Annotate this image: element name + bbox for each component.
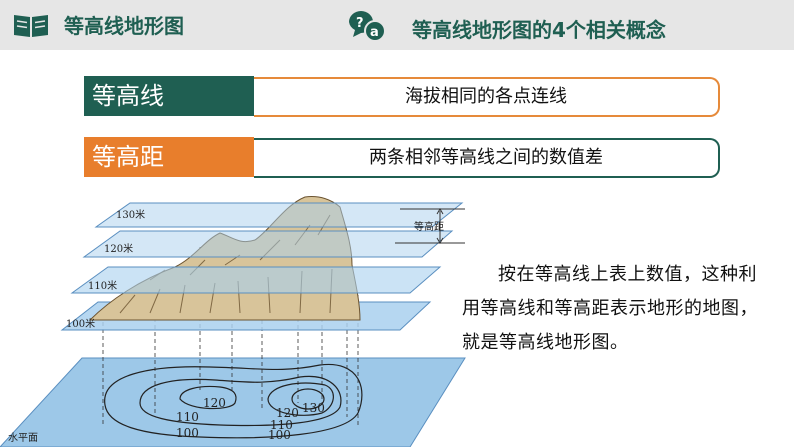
- svg-text:120: 120: [203, 396, 226, 410]
- question-answer-icon: ? a: [349, 11, 386, 42]
- svg-text:110: 110: [270, 418, 293, 432]
- svg-text:?: ?: [356, 16, 364, 31]
- concept-term: 等高线: [84, 76, 254, 116]
- plane-120-label: 120米: [104, 242, 133, 255]
- page-section-title: 等高线地形图: [64, 14, 184, 38]
- plane-130-label: 130米: [116, 208, 145, 221]
- plane-100-label: 100米: [66, 317, 95, 330]
- contour-lines: [104, 363, 363, 439]
- svg-text:100: 100: [268, 428, 291, 442]
- book-icon: [14, 15, 48, 37]
- base-plane-label: 水平面: [8, 432, 38, 444]
- plane-120: [82, 230, 454, 258]
- plane-110-label: 110米: [88, 279, 117, 292]
- plane-110: [70, 266, 442, 294]
- contour-diagram: 100 100 110 110 120 120 130 水平面 130米 120…: [0, 196, 466, 447]
- svg-text:a: a: [370, 25, 379, 40]
- base-plane: [0, 357, 466, 447]
- svg-text:120: 120: [276, 406, 299, 420]
- concept-contour-interval: 等高距 两条相邻等高线之间的数值差: [84, 137, 720, 178]
- concepts-title: 等高线地形图的4个相关概念: [412, 18, 666, 42]
- svg-text:130: 130: [302, 401, 325, 415]
- concept-term: 等高距: [84, 137, 254, 177]
- plane-130: [94, 202, 464, 228]
- svg-text:110: 110: [176, 410, 199, 424]
- concept-definition: 两条相邻等高线之间的数值差: [254, 138, 720, 178]
- description-text: 按在等高线上表上数值，这种利用等高线和等高距表示地形的地图，就是等高线地形图。: [462, 264, 758, 353]
- concept-definition: 海拔相同的各点连线: [254, 77, 720, 117]
- header-bar: 等高线地形图 ? a 等高线地形图的4个相关概念: [0, 0, 794, 50]
- interval-label: 等高距: [414, 220, 444, 233]
- svg-text:100: 100: [176, 426, 199, 440]
- interval-marker: [395, 208, 465, 244]
- concept-contour-line: 等高线 海拔相同的各点连线: [84, 76, 720, 117]
- contour-value-labels: 100 100 110 110 120 120 130: [176, 396, 325, 442]
